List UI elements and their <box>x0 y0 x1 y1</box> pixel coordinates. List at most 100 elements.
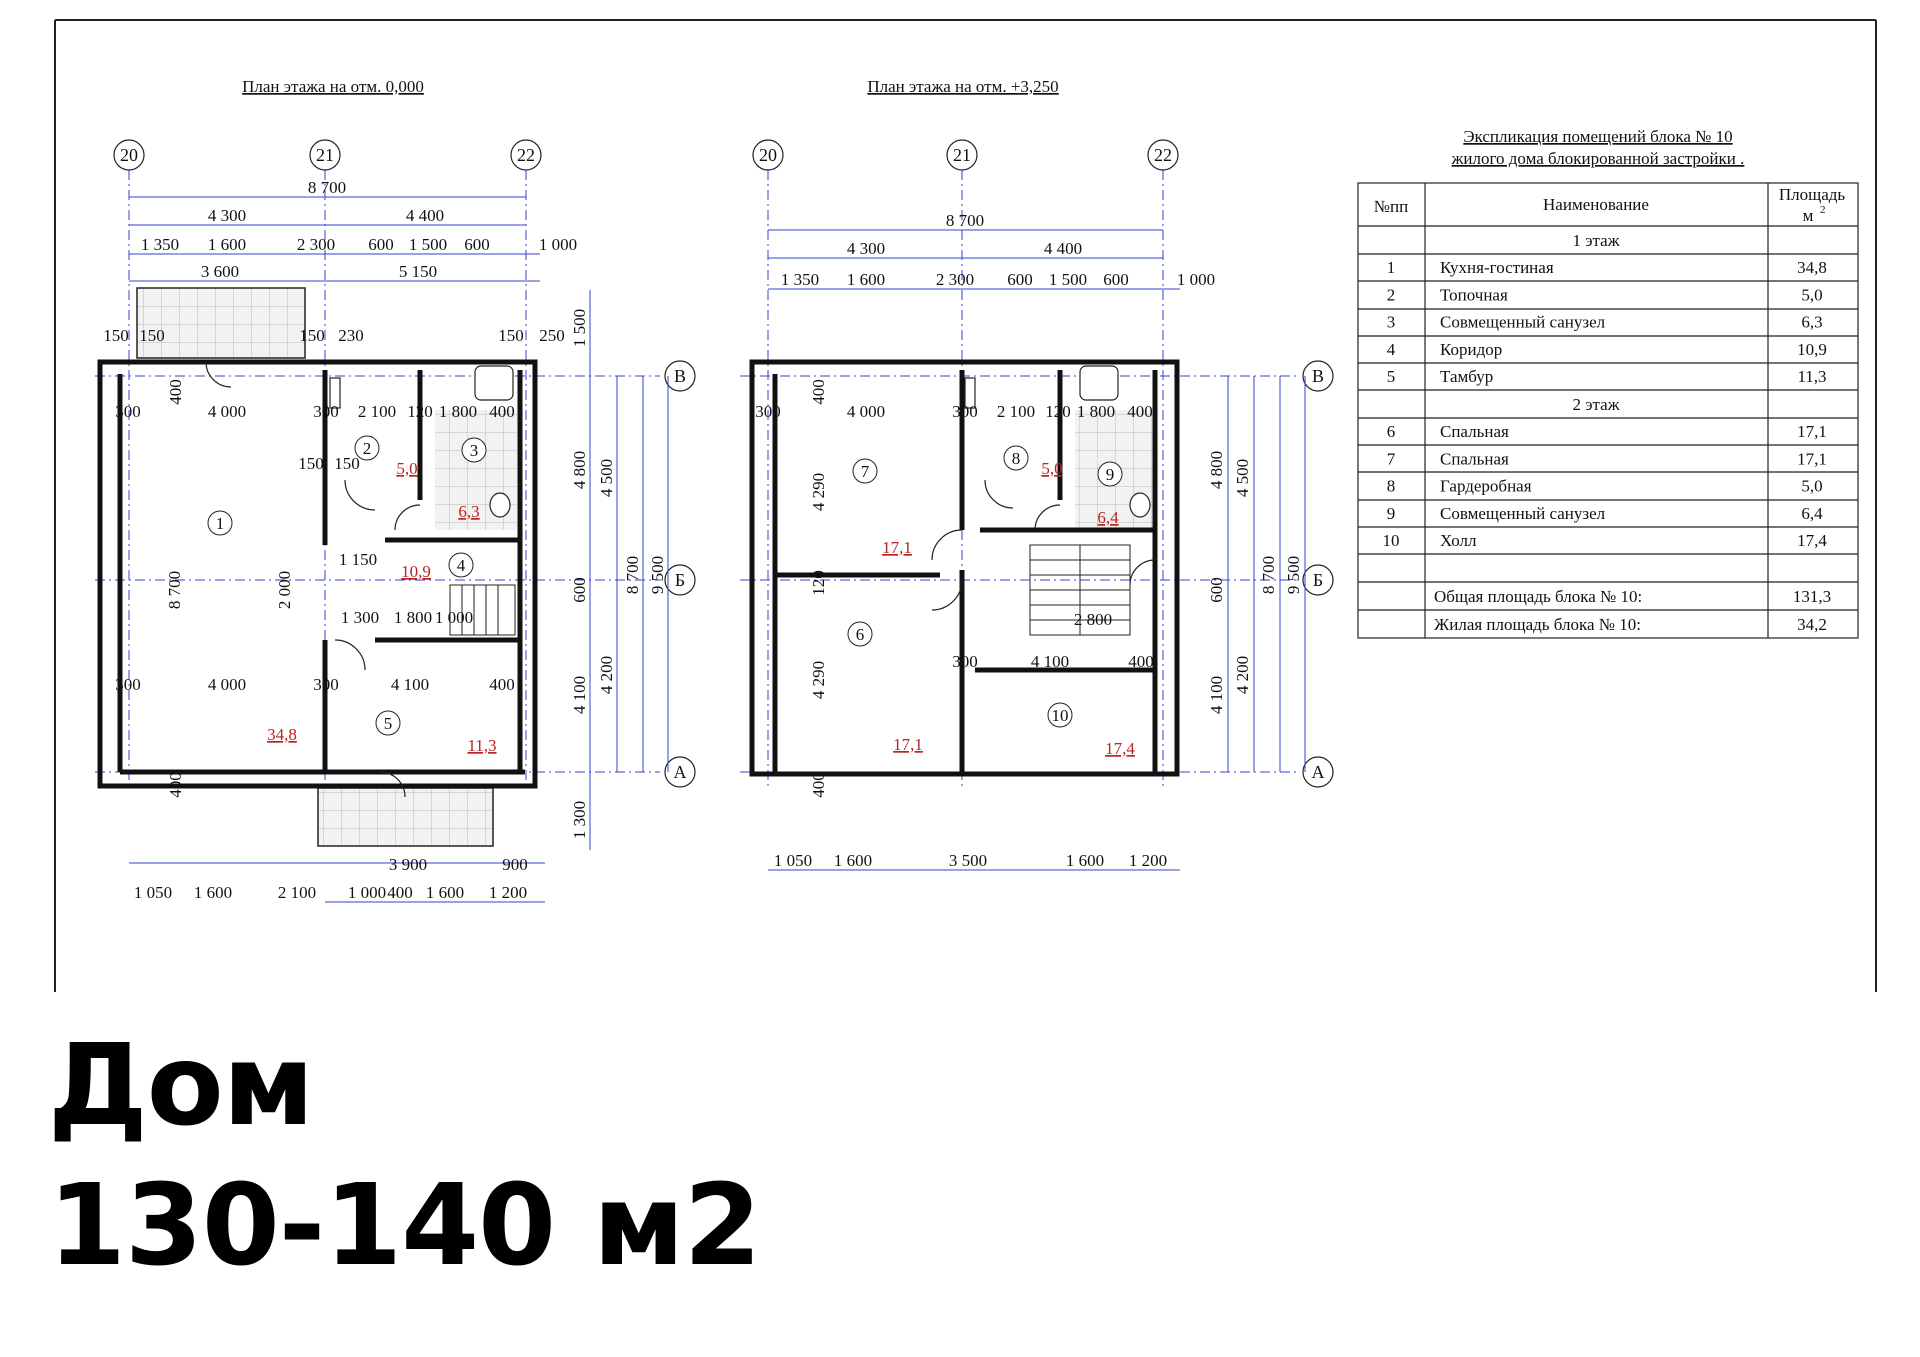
explication-header-num: №пп <box>1374 197 1408 216</box>
ground-dim-e150a: 150 <box>103 326 129 345</box>
ground-dim-r8700: 8 700 <box>623 556 642 594</box>
sheet-frame <box>54 19 1877 992</box>
ground-dim-i2000: 2 000 <box>275 571 294 609</box>
ground-room-num-3: 3 <box>470 441 479 460</box>
upper-dim-i300b: 300 <box>952 402 978 421</box>
ground-dim-i400v: 400 <box>166 379 185 405</box>
ground-dim-i4100: 4 100 <box>391 675 429 694</box>
ground-dim-i400b: 400 <box>489 675 515 694</box>
ground-dim-s7: 1 000 <box>539 235 577 254</box>
upper-dim-c4: 1 600 <box>1066 851 1104 870</box>
explication-row-area: 34,8 <box>1797 258 1827 277</box>
upper-dim-i4000: 4 000 <box>847 402 885 421</box>
upper-room-area-10: 17,4 <box>1105 739 1135 758</box>
upper-dim-s2: 1 600 <box>847 270 885 289</box>
ground-dim-s2: 1 600 <box>208 235 246 254</box>
ground-dim-c5: 400 <box>387 883 413 902</box>
explication-row-num: 8 <box>1387 477 1396 496</box>
explication-row-num: 7 <box>1387 449 1396 468</box>
explication-floor2: 2 этаж <box>1573 395 1620 414</box>
ground-dim-e150b: 150 <box>139 326 165 345</box>
ground-dim-i1150: 1 150 <box>339 550 377 569</box>
ground-dim-i8700: 8 700 <box>165 571 184 609</box>
ground-dim-total: 8 700 <box>308 178 346 197</box>
explication-title-2: жилого дома блокированной застройки . <box>1451 149 1745 168</box>
upper-dim-i400a: 400 <box>1127 402 1153 421</box>
explication-row-num: 5 <box>1387 367 1396 386</box>
upper-dim-r4800: 4 800 <box>1207 451 1226 489</box>
explication-row-name: Спальная <box>1440 449 1509 468</box>
upper-dim-i400w: 400 <box>809 772 828 798</box>
upper-dim-s1: 1 350 <box>781 270 819 289</box>
ground-dim-s1: 1 350 <box>141 235 179 254</box>
ground-dim-a2: 4 400 <box>406 206 444 225</box>
upper-axis-21: 21 <box>953 145 971 165</box>
ground-row-v: В <box>674 366 686 386</box>
ground-dim-c7: 1 200 <box>489 883 527 902</box>
explication-row-name: Холл <box>1440 531 1477 550</box>
ground-dim-b3900: 3 900 <box>389 855 427 874</box>
explication-row-area: 5,0 <box>1801 285 1822 304</box>
upper-dim-r4500: 4 500 <box>1233 459 1252 497</box>
explication-row-area: 6,3 <box>1801 313 1822 332</box>
ground-axis-21: 21 <box>316 145 334 165</box>
upper-room-num-8: 8 <box>1012 449 1021 468</box>
explication-floor1: 1 этаж <box>1573 231 1620 250</box>
upper-dim-i4100: 4 100 <box>1031 652 1069 671</box>
upper-dim-i400v: 400 <box>809 379 828 405</box>
ground-dim-p1: 3 600 <box>201 262 239 281</box>
upper-bath-fixtures <box>964 365 1151 518</box>
ground-room-num-1: 1 <box>216 514 225 533</box>
explication-header-name: Наименование <box>1543 195 1649 214</box>
upper-dim-i2800: 2 800 <box>1074 610 1112 629</box>
explication-row-num: 10 <box>1383 531 1400 550</box>
ground-axis-22: 22 <box>517 145 535 165</box>
ground-dim-p2: 5 150 <box>399 262 437 281</box>
ground-dim-i1800b: 1 800 <box>394 608 432 627</box>
explication-row-name: Гардеробная <box>1440 477 1532 496</box>
explication-header-area: Площадь <box>1779 185 1846 204</box>
upper-room-markers <box>847 445 1123 728</box>
ground-dim-v1500: 1 500 <box>570 309 589 347</box>
upper-dim-c1: 1 050 <box>774 851 812 870</box>
ground-dim-i300d: 300 <box>313 675 339 694</box>
ground-dim-i1800: 1 800 <box>439 402 477 421</box>
ground-dim-i150x: 150 <box>298 454 324 473</box>
floor-plan-sheet: План этажа на отм. 0,000 20 21 22 В Б А <box>54 19 1877 992</box>
ground-room-area-4: 10,9 <box>401 562 431 581</box>
ground-dim-i300a: 300 <box>115 402 141 421</box>
ground-dim-r4500: 4 500 <box>597 459 616 497</box>
explication-living-value: 34,2 <box>1797 615 1827 634</box>
explication-row-area: 17,1 <box>1797 449 1827 468</box>
upper-row-b: Б <box>1313 570 1323 590</box>
ground-plan-title: План этажа на отм. 0,000 <box>242 77 424 96</box>
ground-dim-i300b: 300 <box>313 402 339 421</box>
upper-dim-c2: 1 600 <box>834 851 872 870</box>
upper-dim-lines <box>768 229 1306 871</box>
upper-dim-s6: 600 <box>1103 270 1129 289</box>
explication-header-unit-exp: 2 <box>1820 204 1826 216</box>
ground-dim-r9500: 9 500 <box>648 556 667 594</box>
explication-grid <box>1357 182 1859 639</box>
ground-dim-s4: 600 <box>368 235 394 254</box>
explication-row-num: 4 <box>1387 340 1396 359</box>
upper-dim-r600: 600 <box>1207 577 1226 603</box>
ground-dim-i2100: 2 100 <box>358 402 396 421</box>
explication-living-label: Жилая площадь блока № 10: <box>1434 615 1641 634</box>
upper-dim-i120: 120 <box>1045 402 1071 421</box>
upper-axis-20: 20 <box>759 145 777 165</box>
explication-row-area: 11,3 <box>1797 367 1826 386</box>
explication-row-name: Кухня-гостиная <box>1440 258 1554 277</box>
upper-axis-bubbles <box>752 139 1334 788</box>
explication-row-area: 5,0 <box>1801 477 1822 496</box>
explication-row-num: 3 <box>1387 313 1396 332</box>
ground-dim-c1: 1 050 <box>134 883 172 902</box>
ground-dim-s6: 600 <box>464 235 490 254</box>
explication-row-name: Коридор <box>1440 340 1502 359</box>
upper-room-num-10: 10 <box>1052 706 1069 725</box>
upper-dim-total: 8 700 <box>946 211 984 230</box>
ground-room-num-5: 5 <box>384 714 393 733</box>
explication-row-name: Спальная <box>1440 422 1509 441</box>
ground-room-num-2: 2 <box>363 439 372 458</box>
